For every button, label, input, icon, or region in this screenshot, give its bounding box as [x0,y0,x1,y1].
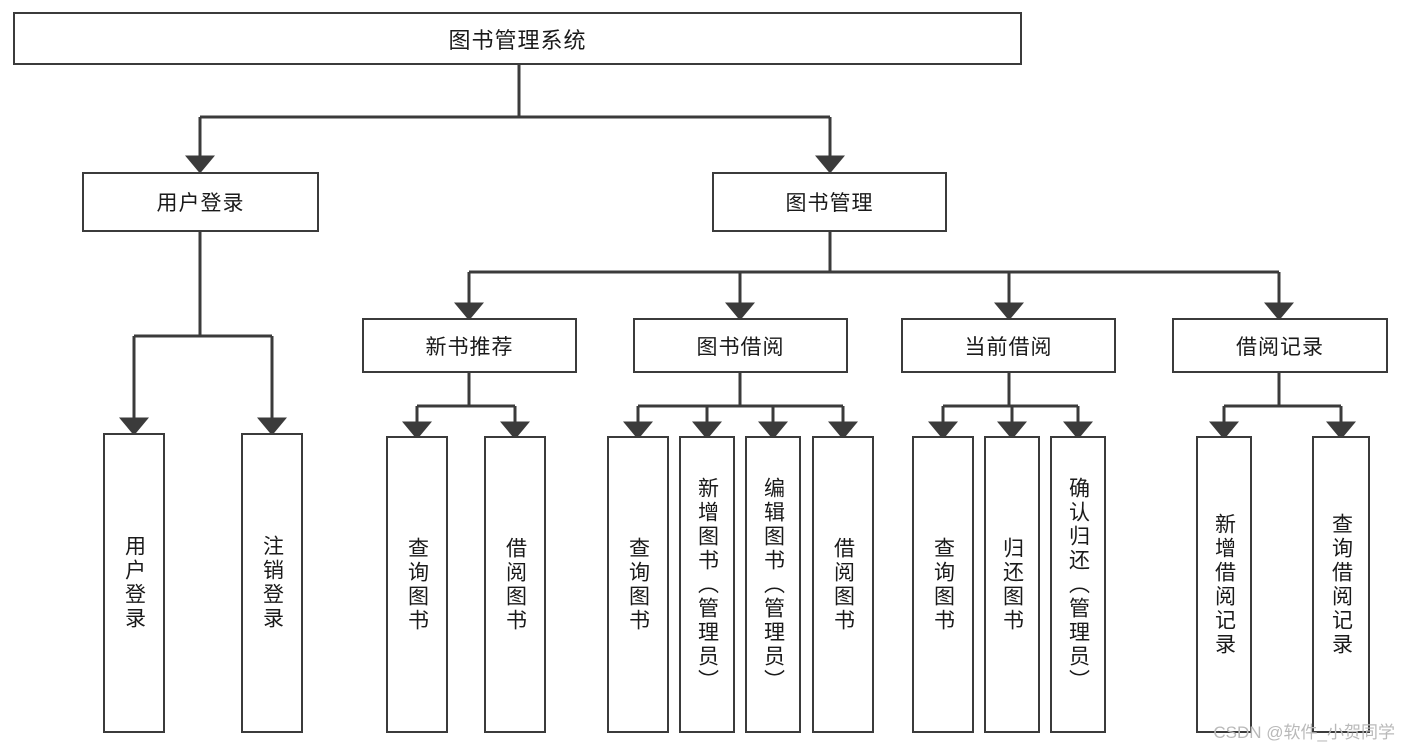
node-leaf-user-login[interactable]: 用户登录 [103,433,165,733]
node-leaf-query-book-current[interactable]: 查询图书 [912,436,974,733]
node-book-manage[interactable]: 图书管理 [712,172,947,232]
node-leaf-user-login-label: 用户登录 [122,535,146,631]
node-borrow-record-label: 借阅记录 [1236,335,1324,359]
node-leaf-add-book-label: 新增图书（管理员） [695,476,719,693]
node-leaf-borrow-book-rec-label: 借阅图书 [503,536,527,633]
node-user-login-label: 用户登录 [156,192,245,215]
node-root-label: 图书管理系统 [448,27,587,53]
node-leaf-borrow-book-label: 借阅图书 [831,536,855,633]
node-leaf-query-book-rec[interactable]: 查询图书 [386,436,448,733]
node-current-borrow[interactable]: 当前借阅 [901,318,1116,373]
node-leaf-edit-book-label: 编辑图书（管理员） [761,476,785,693]
node-new-book-rec-label: 新书推荐 [425,335,514,359]
watermark: CSDN @软件_小贺同学 [1213,723,1395,742]
node-user-login[interactable]: 用户登录 [82,172,319,232]
node-leaf-confirm-return[interactable]: 确认归还（管理员） [1050,436,1106,733]
node-leaf-edit-book[interactable]: 编辑图书（管理员） [745,436,801,733]
node-leaf-query-book-borrow[interactable]: 查询图书 [607,436,669,733]
node-current-borrow-label: 当前借阅 [964,335,1053,359]
node-book-borrow[interactable]: 图书借阅 [633,318,848,373]
node-borrow-record[interactable]: 借阅记录 [1172,318,1388,373]
node-leaf-return-book[interactable]: 归还图书 [984,436,1040,733]
node-leaf-borrow-book-rec[interactable]: 借阅图书 [484,436,546,733]
node-leaf-confirm-return-label: 确认归还（管理员） [1066,476,1090,693]
node-leaf-query-record-label: 查询借阅记录 [1329,512,1353,657]
node-new-book-rec[interactable]: 新书推荐 [362,318,577,373]
node-leaf-query-book-rec-label: 查询图书 [405,536,429,633]
node-leaf-add-book[interactable]: 新增图书（管理员） [679,436,735,733]
node-leaf-query-record[interactable]: 查询借阅记录 [1312,436,1370,733]
node-leaf-return-book-label: 归还图书 [1000,536,1024,633]
node-leaf-user-logout-label: 注销登录 [260,535,284,631]
node-leaf-add-record[interactable]: 新增借阅记录 [1196,436,1252,733]
node-leaf-query-book-current-label: 查询图书 [931,536,955,633]
node-book-borrow-label: 图书借阅 [696,335,785,359]
node-book-manage-label: 图书管理 [785,192,874,215]
node-leaf-query-book-borrow-label: 查询图书 [626,536,650,633]
node-leaf-borrow-book[interactable]: 借阅图书 [812,436,874,733]
node-root[interactable]: 图书管理系统 [13,12,1022,65]
node-leaf-user-logout[interactable]: 注销登录 [241,433,303,733]
node-leaf-add-record-label: 新增借阅记录 [1212,512,1236,657]
